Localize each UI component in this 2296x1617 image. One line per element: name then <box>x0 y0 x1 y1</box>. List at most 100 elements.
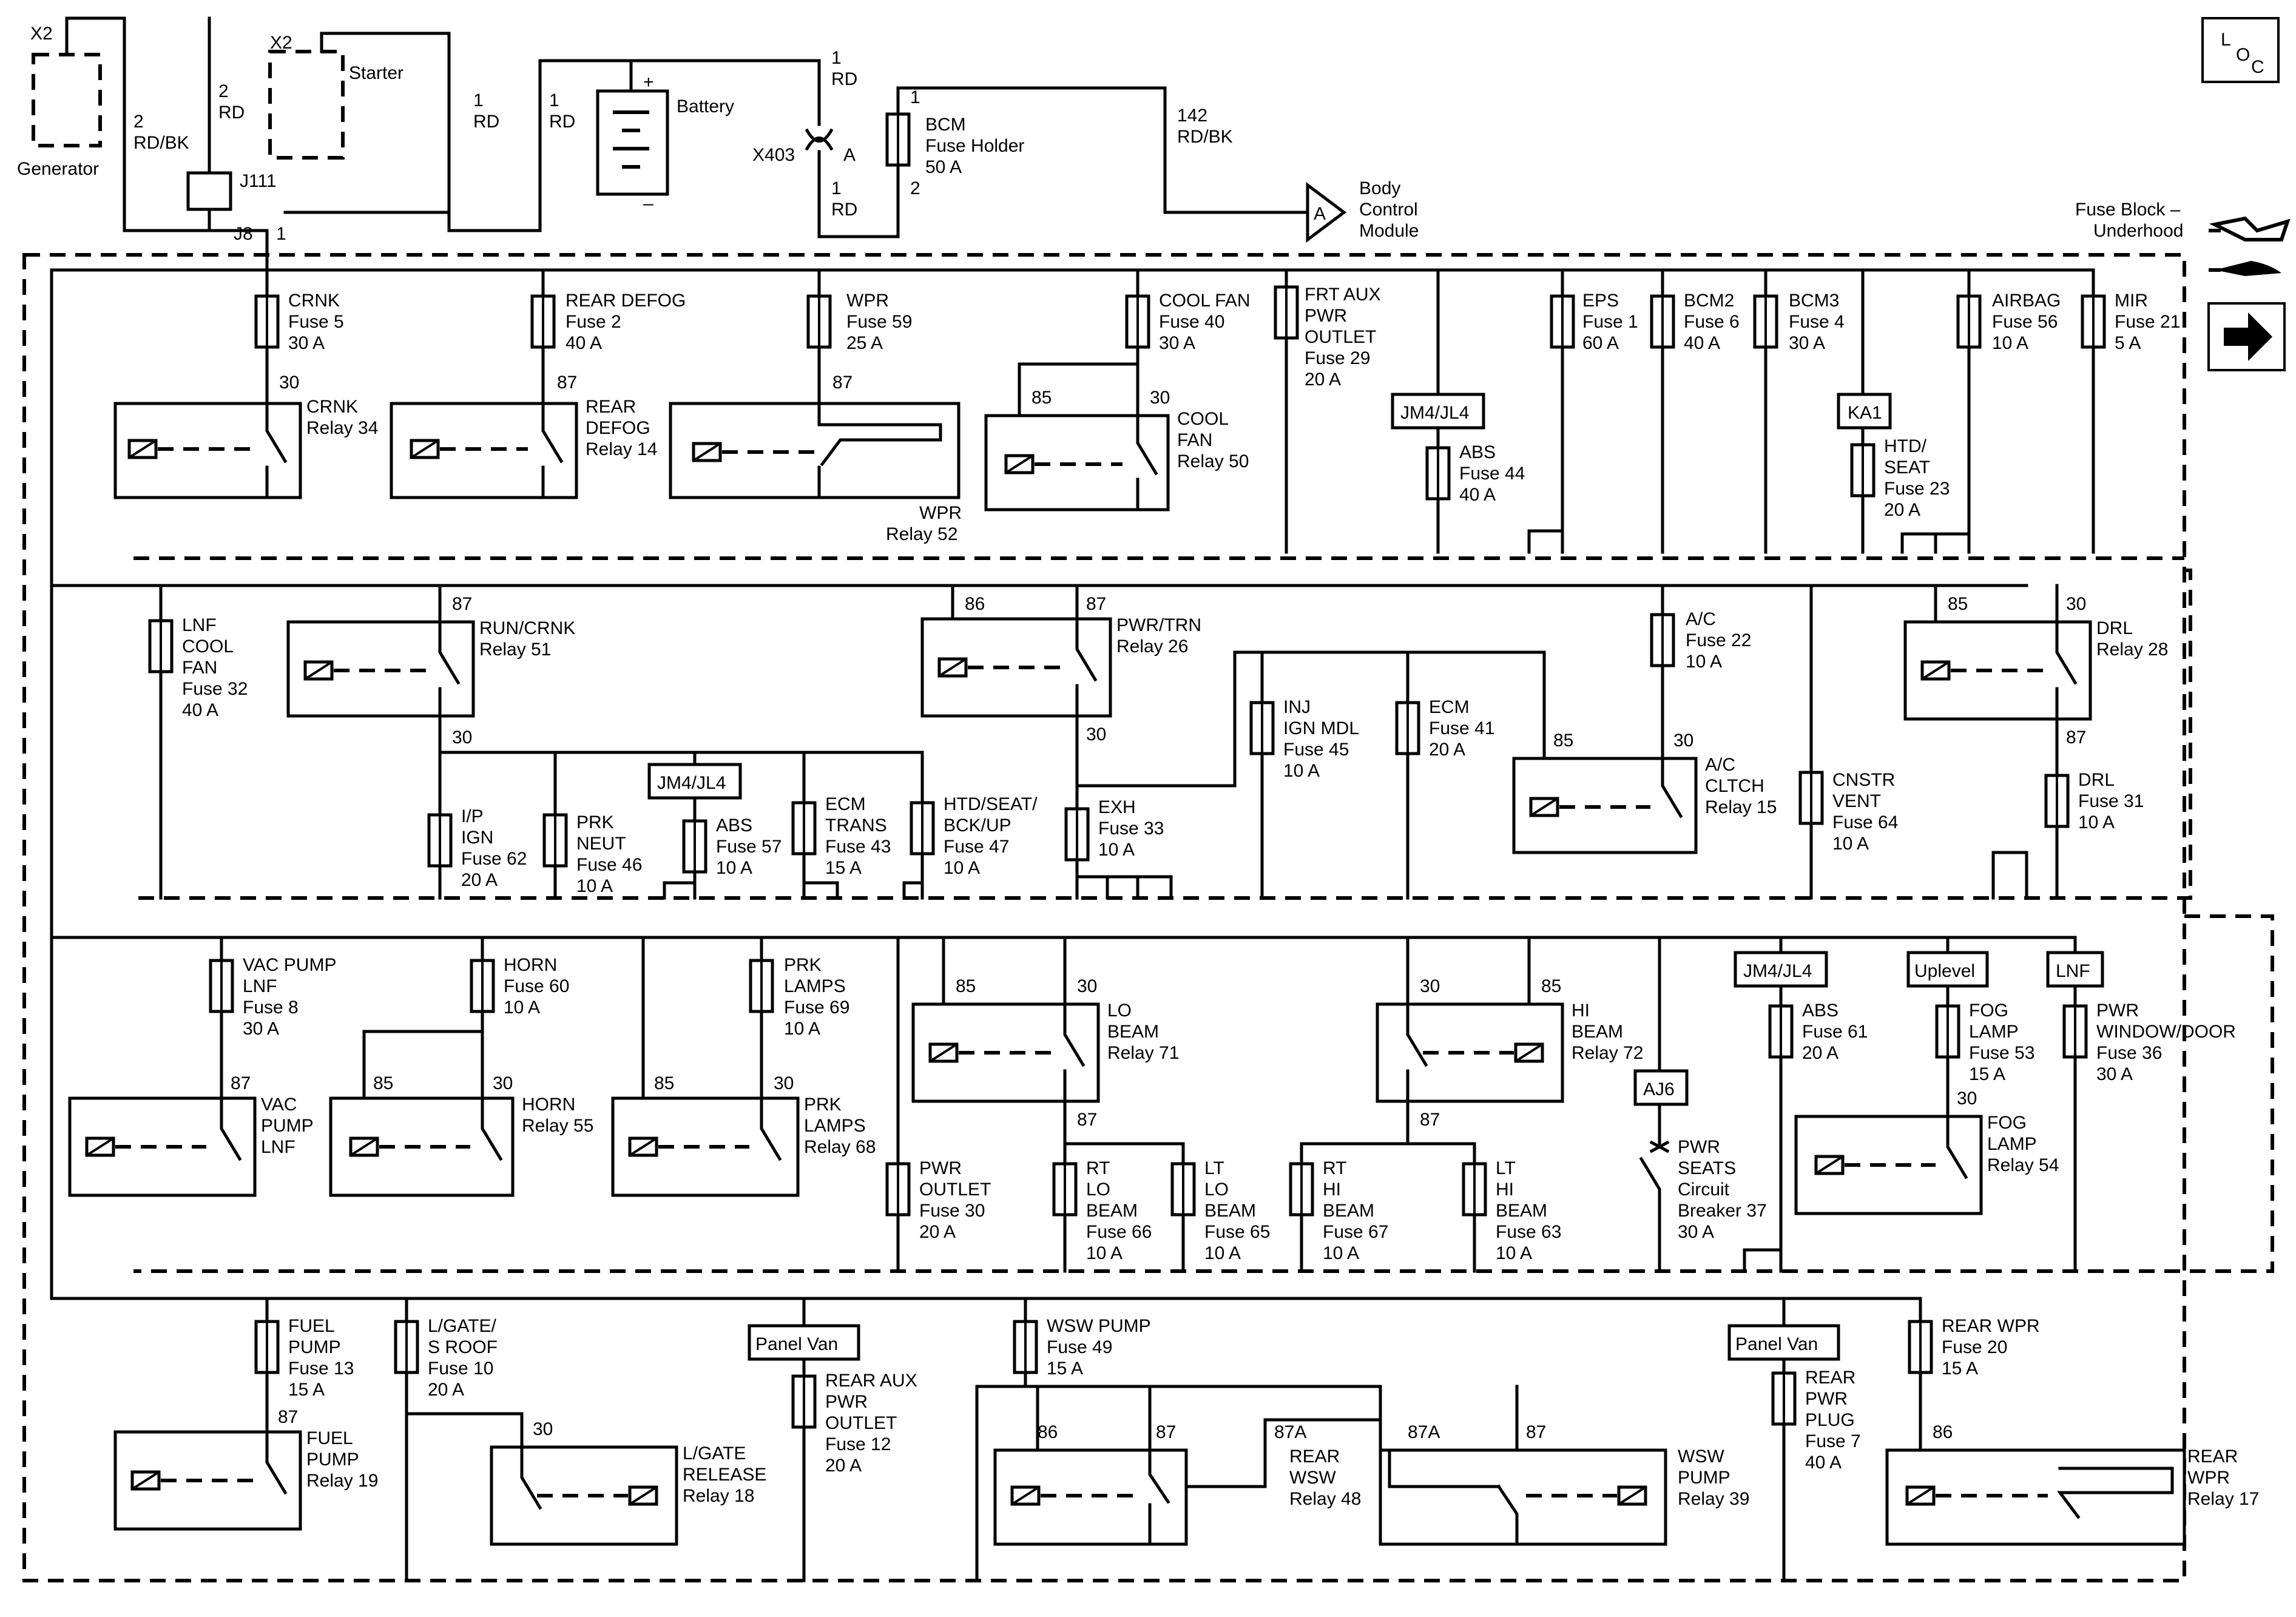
relay-34-pin: 30 <box>279 373 299 393</box>
generator-label: Generator <box>17 159 99 179</box>
relay-50-label-2: FAN <box>1177 430 1212 450</box>
fuse-47-label-4: 10 A <box>944 858 980 878</box>
fuse-63-label-4: Fuse 63 <box>1496 1222 1561 1242</box>
loc-c: C <box>2251 57 2264 77</box>
fuse-5-label-2: Fuse 5 <box>288 312 344 332</box>
fuse-65-label-4: Fuse 65 <box>1204 1222 1270 1242</box>
breaker-37-label-4: Breaker 37 <box>1678 1201 1767 1221</box>
relay-34 <box>113 402 302 499</box>
relay-55-label-2: Relay 55 <box>522 1116 593 1136</box>
fuse-56-label-3: 10 A <box>1992 333 2028 353</box>
fuse-29-label-4: Fuse 29 <box>1305 348 1370 368</box>
fuse-63-label-3: BEAM <box>1496 1201 1547 1221</box>
fuse-2-label-1: REAR DEFOG <box>566 291 686 311</box>
fuse-13-label-4: 15 A <box>288 1380 325 1400</box>
bcm-holder-2: Fuse Holder <box>925 136 1024 156</box>
fuse-21-label-1: MIR <box>2115 291 2148 311</box>
relay-26-pin30: 30 <box>1086 724 1106 744</box>
fuse-4-label-3: 30 A <box>1789 333 1825 353</box>
fuse-56-label-1: AIRBAG <box>1992 291 2061 311</box>
fuse-43-label-1: ECM <box>825 794 866 814</box>
relay-50-pin85: 85 <box>1032 388 1052 408</box>
divider-3 <box>133 914 2274 1273</box>
relay-48-label-2: WSW <box>1289 1468 1336 1488</box>
relay-72-label-1: HI <box>1572 1001 1590 1021</box>
bcm-wire-2: RD/BK <box>1177 127 1233 147</box>
fuse-62-label-2: IGN <box>461 828 493 848</box>
fuse-46-label-4: 10 A <box>576 876 613 896</box>
fuse-53-label-1: FOG <box>1969 1001 2008 1021</box>
relay-52-label-1: WPR <box>919 503 962 523</box>
relay-50-pin30: 30 <box>1150 388 1170 408</box>
j111-connector <box>186 171 232 211</box>
fuse-66-label-1: RT <box>1086 1158 1110 1178</box>
fuse-22-label-2: Fuse 22 <box>1686 630 1751 650</box>
fuse-8-label-1: VAC PUMP <box>243 955 336 975</box>
fuse-1-label-3: 60 A <box>1582 333 1619 353</box>
tag-aj6-label: AJ6 <box>1643 1079 1675 1099</box>
fuse-32-label-5: 40 A <box>182 700 218 720</box>
relay-28-label-2: Relay 28 <box>2096 640 2168 660</box>
fuse-46-label-2: NEUT <box>576 834 626 854</box>
fuse-46-label-1: PRK <box>576 812 614 832</box>
fuse-67-label-4: Fuse 67 <box>1323 1222 1388 1242</box>
wrench-connector-icon <box>2209 216 2291 276</box>
fuse-29-label-2: PWR <box>1305 306 1347 326</box>
fuse-63-label-1: LT <box>1496 1158 1516 1178</box>
fuse-45-label-4: 10 A <box>1283 761 1320 781</box>
relay-51-pin87: 87 <box>452 594 472 614</box>
fuse-57-label-3: 10 A <box>716 858 752 878</box>
fuse-6-label-1: BCM2 <box>1684 291 1734 311</box>
relay-68-label-2: LAMPS <box>804 1116 866 1136</box>
fuse-61-label-3: 20 A <box>1802 1043 1838 1063</box>
loc-o: O <box>2236 45 2250 65</box>
starter-label: Starter <box>349 63 403 83</box>
fuse-21-label-2: Fuse 21 <box>2115 312 2180 332</box>
fuse-20-label-1: REAR WPR <box>1942 1316 2040 1336</box>
fuse-43-label-4: 15 A <box>825 858 862 878</box>
j8-pin: 1 <box>276 224 286 244</box>
relay-19-label-2: PUMP <box>306 1450 359 1470</box>
relay-71-pin85: 85 <box>956 976 976 996</box>
fuse-67-label-5: 10 A <box>1323 1243 1359 1263</box>
relay-19-label-3: Relay 19 <box>306 1471 378 1491</box>
fuse-49-label-1: WSW PUMP <box>1047 1316 1151 1336</box>
fuse-20-label-2: Fuse 20 <box>1942 1337 2007 1357</box>
fuse-60-label-1: HORN <box>504 955 557 975</box>
relay-55-pin30: 30 <box>493 1073 513 1093</box>
relay-52-pin: 87 <box>832 373 853 393</box>
relay-72-pin85: 85 <box>1541 976 1561 996</box>
fuse-44-label-1: ABS <box>1459 442 1496 462</box>
tag-jm4-row1-label: JM4/JL4 <box>1400 403 1469 423</box>
relay-72-label-2: BEAM <box>1572 1022 1623 1042</box>
vac-relay-pin: 87 <box>231 1073 251 1093</box>
bcm-pin1: 1 <box>910 87 920 107</box>
fuse-23-label-3: Fuse 23 <box>1884 479 1950 499</box>
fuse-53-label-2: LAMP <box>1969 1022 2019 1042</box>
fuse-2-label-2: Fuse 2 <box>566 312 621 332</box>
fuse-69-label-4: 10 A <box>784 1019 820 1039</box>
fuse-6-label-2: Fuse 6 <box>1684 312 1740 332</box>
vac-relay-label-3: LNF <box>261 1137 295 1157</box>
fuse-13-label-2: PUMP <box>288 1337 341 1357</box>
relay-48-pin87: 87 <box>1156 1422 1176 1442</box>
relay-48-pin87a: 87A <box>1274 1422 1306 1442</box>
tag-jm4-row2-label: JM4/JL4 <box>657 773 726 793</box>
relay-54-pin: 30 <box>1957 1089 1977 1109</box>
fuse-21-label-3: 5 A <box>2115 333 2141 353</box>
rd1-b-2: RD <box>549 112 575 132</box>
fuse-36-label-2: WINDOW/DOOR <box>2096 1022 2236 1042</box>
relay-68-label-3: Relay 68 <box>804 1137 876 1157</box>
fuse-33-label-3: 10 A <box>1098 840 1135 860</box>
breaker-37-label-3: Circuit <box>1678 1180 1730 1200</box>
relay-15-pin85: 85 <box>1553 731 1573 751</box>
loc-l: L <box>2221 30 2231 50</box>
relay-15-pin30: 30 <box>1673 731 1693 751</box>
fuse-7-label-2: PWR <box>1805 1389 1848 1409</box>
x403-label: X403 <box>752 145 795 165</box>
fuse-65-label-5: 10 A <box>1204 1243 1241 1263</box>
start-wire-1: 2 <box>218 81 229 101</box>
fuse-64-label-2: VENT <box>1832 791 1881 811</box>
fuse-30-label-3: Fuse 30 <box>919 1201 985 1221</box>
